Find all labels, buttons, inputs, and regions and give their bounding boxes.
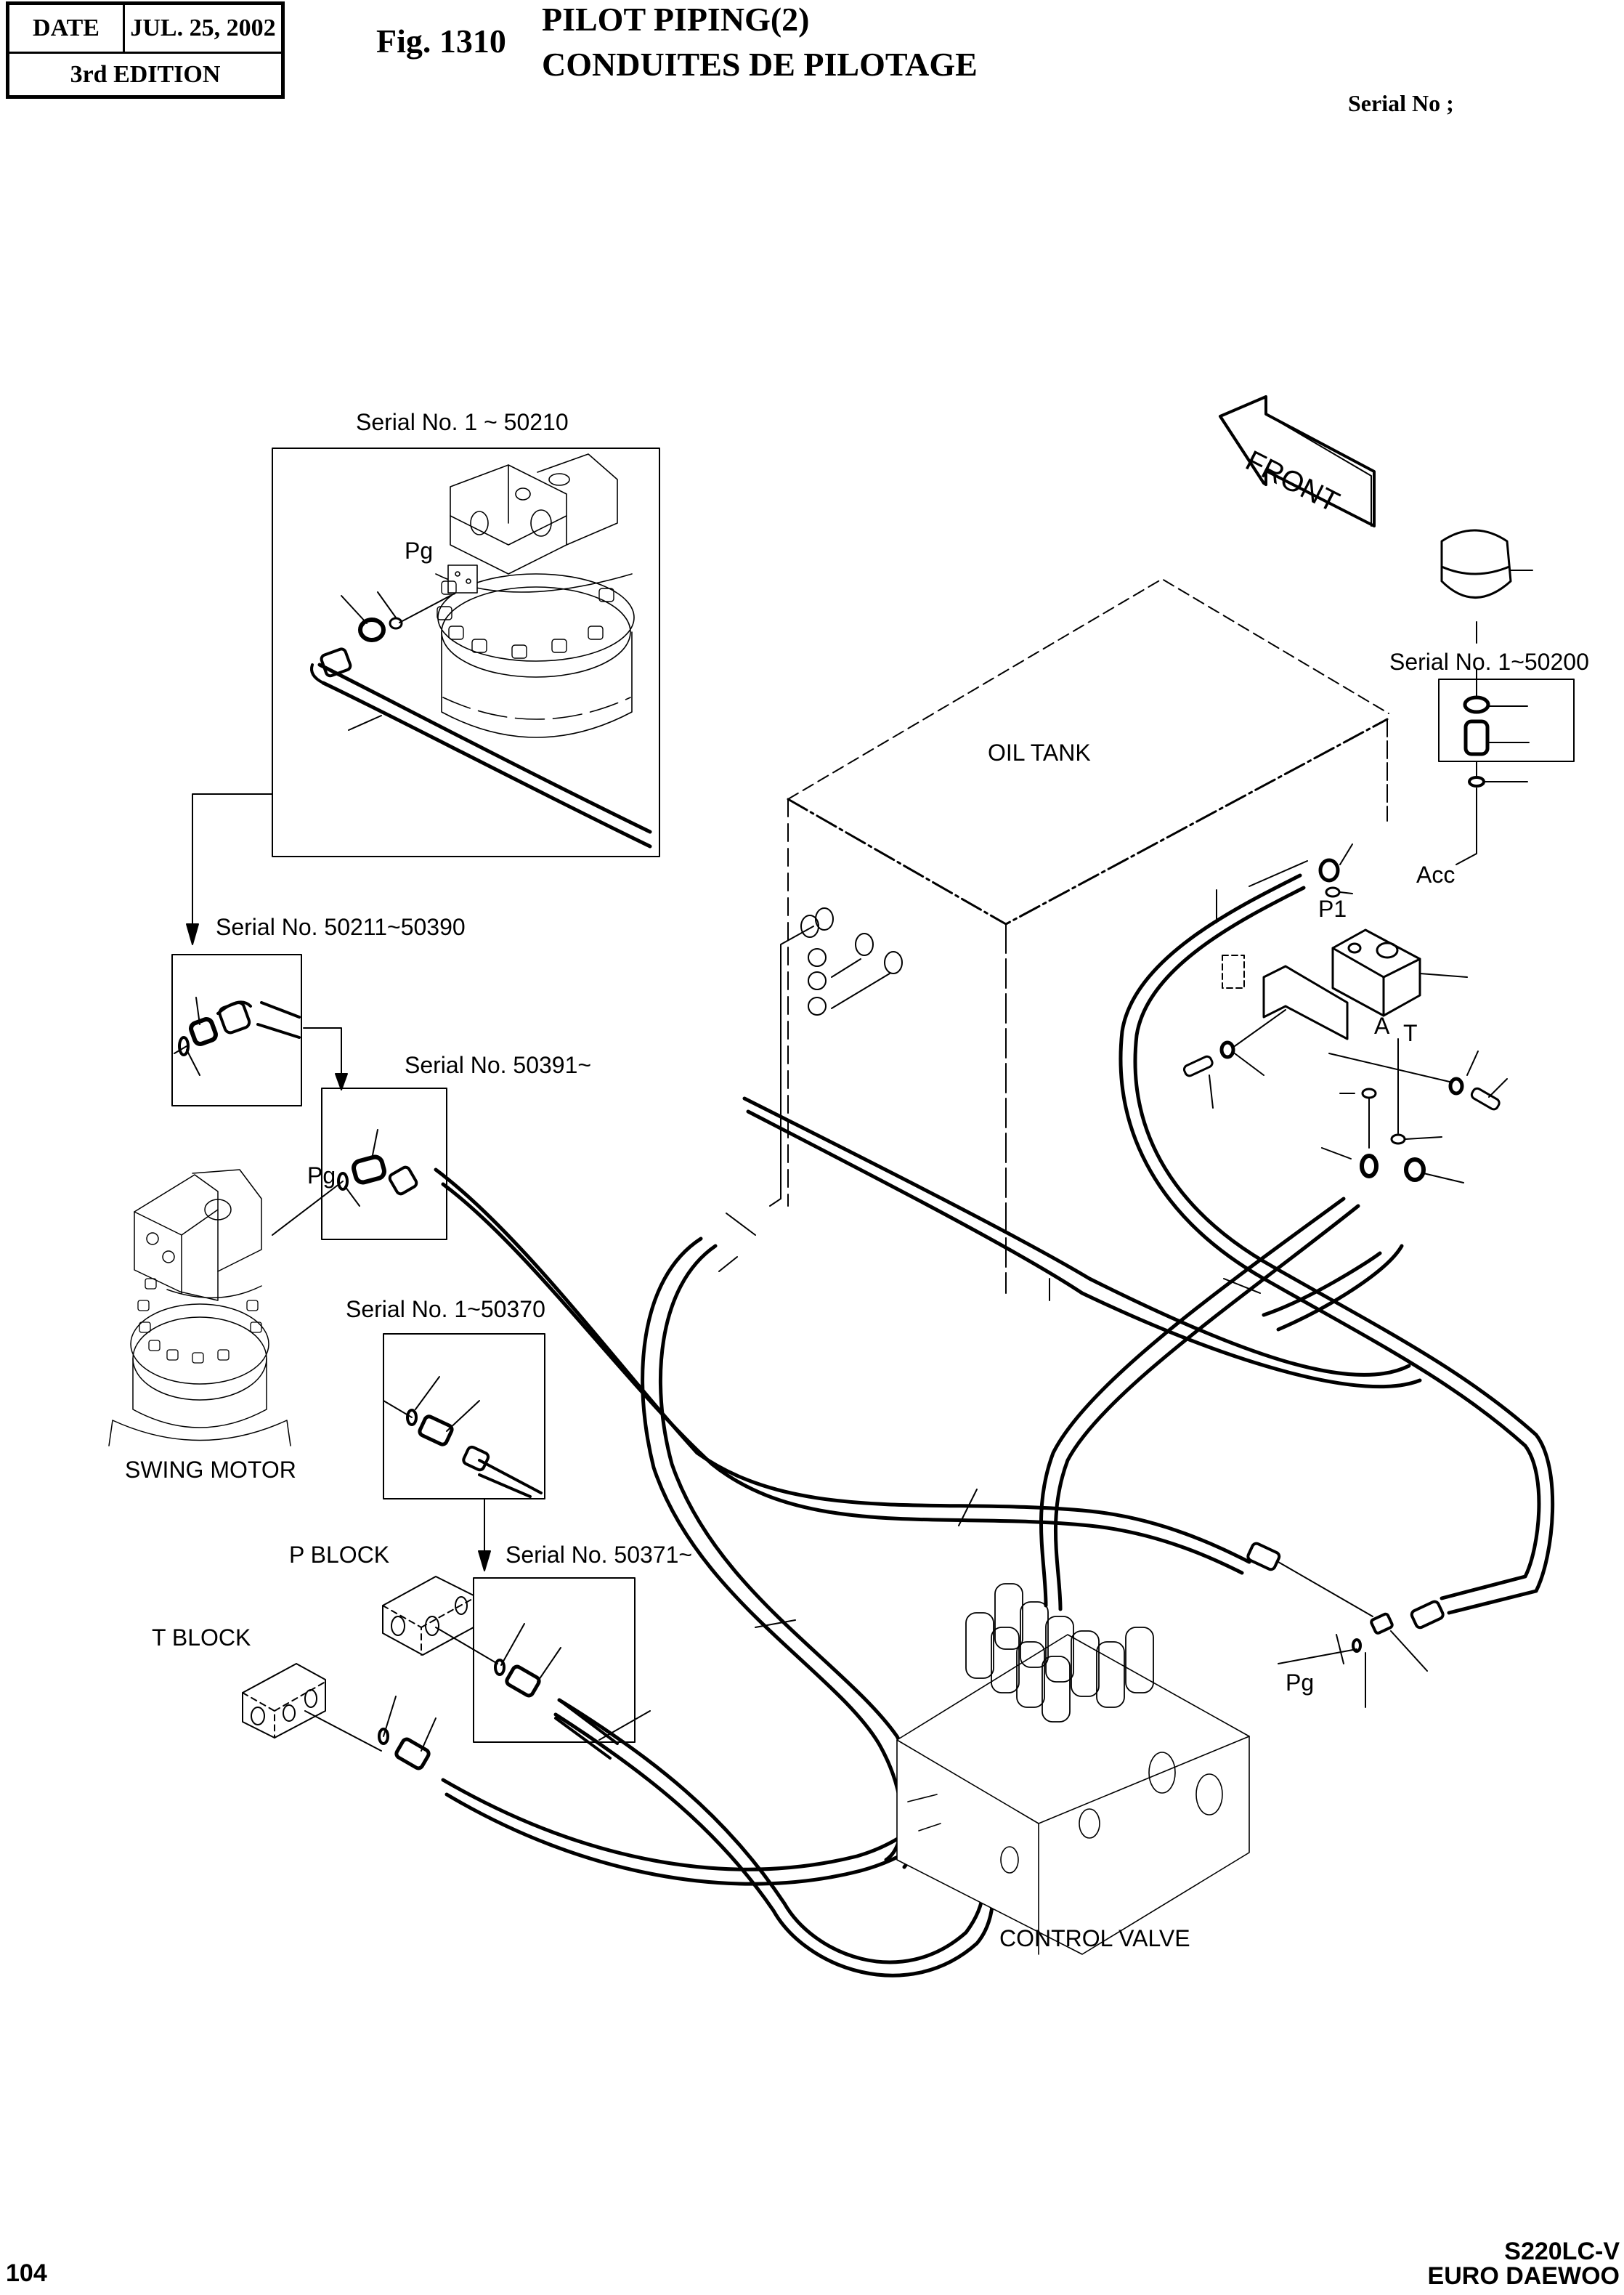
swing-motor-illustration [108, 1169, 291, 1446]
pilot-valve-block [1331, 928, 1468, 1017]
fittings-early [341, 591, 451, 731]
port-label-p1: P1 [1318, 896, 1347, 922]
p1-fitting [1249, 843, 1353, 898]
tank-port-bosses [769, 907, 903, 1207]
serial-flow-arrow-2 [303, 1027, 348, 1090]
port-label-t: T [1403, 1020, 1418, 1046]
port-label-acc: Acc [1416, 862, 1455, 888]
front-direction-arrow [1219, 395, 1376, 527]
oil-tank-outline [787, 578, 1389, 1294]
date-label: DATE [9, 5, 125, 52]
serial-flow-arrow-1 [186, 793, 273, 945]
hose-early [310, 647, 652, 849]
port-label-a: A [1374, 1013, 1390, 1039]
inset-box-pblock-late [473, 1577, 636, 1743]
inset-box-swing-early [272, 448, 660, 857]
component-label-swing-motor: SWING MOTOR [125, 1457, 296, 1483]
t-block-illustration [242, 1663, 326, 1739]
swing-motor-early-illustration [435, 453, 635, 738]
mounting-bracket [1222, 955, 1349, 1040]
accumulator-illustration [1440, 529, 1533, 644]
serial-variant-label: Serial No. 1~50370 [346, 1296, 545, 1322]
port-label-pg: Pg [405, 538, 434, 564]
model-name: S220LC-V EURO DAEWOO [1428, 2239, 1620, 2288]
pg-fitting-control-valve [1246, 1542, 1445, 1708]
date-row: DATE JUL. 25, 2002 [9, 5, 281, 54]
figure-number: Fig. 1310 [376, 23, 506, 60]
fittings-tblock-early [383, 1376, 543, 1498]
component-label-p-block: P BLOCK [289, 1542, 390, 1568]
edition-label: 3rd EDITION [70, 60, 221, 88]
component-label-control-valve: CONTROL VALVE [999, 1925, 1190, 1951]
page-subtitle-french: CONDUITES DE PILOTAGE [542, 46, 978, 83]
page-number: 104 [6, 2259, 47, 2287]
bolts-and-washers [1182, 1009, 1508, 1183]
fittings-late [272, 1129, 418, 1236]
model-line-1: S220LC-V [1504, 2238, 1620, 2265]
serial-number-label: Serial No ; [1348, 90, 1454, 116]
component-label-oil-tank: OIL TANK [988, 740, 1091, 766]
port-label-pg: Pg [307, 1162, 336, 1189]
serial-variant-label: Serial No. 50391~ [405, 1052, 592, 1078]
p-block-illustration [382, 1576, 474, 1656]
serial-flow-arrow-3 [478, 1498, 491, 1571]
control-valve-illustration [896, 1583, 1250, 1955]
serial-variant-label: Serial No. 50211~50390 [216, 914, 466, 940]
fittings-tblock [304, 1696, 437, 1770]
inset-box-swing-late [321, 1088, 447, 1240]
inset-box-swing-mid [171, 954, 302, 1106]
component-label-t-block: T BLOCK [152, 1624, 251, 1651]
model-line-2: EURO DAEWOO [1427, 2262, 1620, 2290]
callout-leader-lines [718, 889, 1344, 1664]
date-value: JUL. 25, 2002 [130, 15, 276, 41]
serial-variant-label: Serial No. 50371~ [506, 1542, 693, 1568]
serial-variant-label: Serial No. 1~50200 [1389, 649, 1589, 675]
inset-box-accumulator-early [1438, 679, 1575, 762]
date-edition-box: DATE JUL. 25, 2002 3rd EDITION [6, 1, 285, 99]
inset-box-tblock-early [383, 1333, 545, 1499]
fittings-mid [174, 997, 301, 1076]
port-label-pg: Pg [1286, 1669, 1315, 1696]
fittings-accumulator [1455, 668, 1530, 865]
page-title: PILOT PIPING(2) [542, 1, 810, 38]
serial-variant-label: Serial No. 1 ~ 50210 [356, 409, 569, 435]
